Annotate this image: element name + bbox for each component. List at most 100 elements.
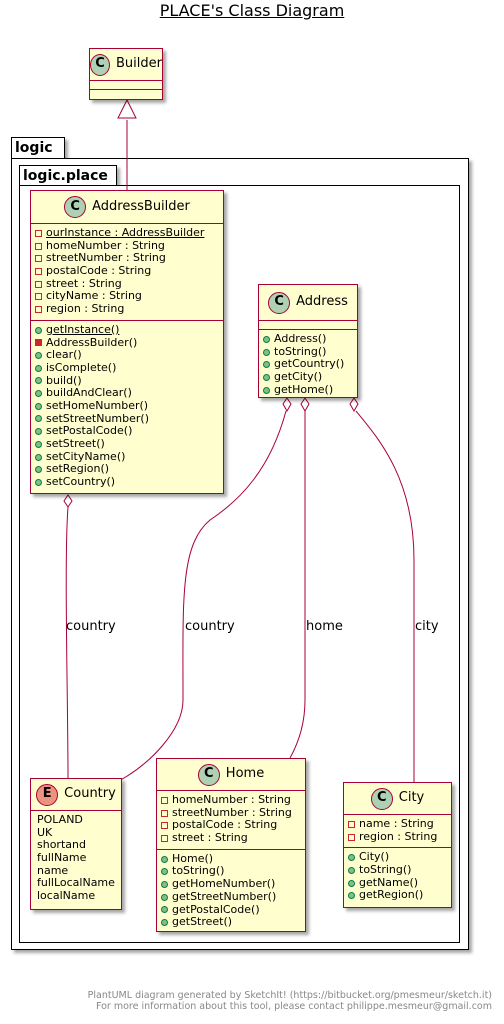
member-row: street : String	[161, 831, 301, 845]
member-row: getCity()	[263, 370, 353, 384]
member-row: name : String	[348, 817, 447, 831]
member-text: postalCode : String	[46, 264, 152, 278]
diagram-title: PLACE's Class Diagram	[159, 1, 345, 20]
member-text: setCityName()	[46, 449, 126, 463]
member-text: setHomeNumber()	[46, 398, 149, 412]
public-visibility-icon	[35, 415, 42, 423]
class-builder-header: C Builder	[90, 49, 162, 81]
public-visibility-icon	[161, 880, 168, 888]
member-row: toString()	[161, 865, 301, 878]
public-visibility-icon	[161, 893, 168, 901]
edge-label-address-city: city	[415, 619, 439, 634]
member-text: getInstance()	[46, 322, 120, 336]
enum-name: Country	[64, 786, 116, 802]
member-text: postalCode : String	[172, 818, 278, 832]
class-icon: C	[370, 787, 393, 810]
public-visibility-icon	[348, 866, 355, 874]
member-row: cityName : String	[35, 290, 219, 303]
fields-section	[259, 321, 357, 329]
methods-section: Address()toString()getCountry()getCity()…	[259, 329, 357, 400]
public-visibility-icon	[161, 855, 168, 863]
class-addressbuilder[interactable]: C AddressBuilder ourInstance : AddressBu…	[30, 190, 224, 494]
public-visibility-icon	[263, 361, 270, 369]
class-icon: C	[90, 53, 111, 76]
private-visibility-icon	[348, 833, 355, 841]
class-address[interactable]: C Address Address()toString()getCountry(…	[258, 284, 358, 398]
member-text: getStreet()	[172, 915, 233, 929]
public-visibility-icon	[35, 402, 42, 410]
class-addressbuilder-header: C AddressBuilder	[31, 191, 223, 224]
package-logic-place-tab: logic.place	[19, 165, 117, 187]
member-text: region : String	[359, 829, 438, 843]
enum-value: shortand	[37, 838, 86, 852]
public-visibility-icon	[35, 326, 42, 334]
member-row: getStreet()	[161, 915, 301, 929]
member-text: homeNumber : String	[46, 238, 165, 252]
public-visibility-icon	[161, 906, 168, 914]
edge-label-builder-country: country	[66, 619, 116, 634]
member-row: Home()	[161, 852, 301, 866]
class-name: City	[398, 790, 425, 806]
class-icon: C	[268, 291, 291, 314]
methods-section: getInstance()AddressBuilder()clear()isCo…	[31, 319, 223, 493]
member-text: build()	[46, 373, 82, 387]
edge-address-city	[355, 410, 415, 782]
member-row: getCountry()	[263, 358, 353, 371]
enum-icon: E	[36, 783, 59, 806]
member-text: setStreetNumber()	[46, 411, 150, 425]
public-visibility-icon	[348, 892, 355, 900]
aggregation-diamond	[63, 494, 73, 508]
member-row: setHomeNumber()	[35, 398, 219, 413]
private-visibility-icon	[161, 822, 168, 830]
member-row: setRegion()	[35, 463, 219, 476]
private-visibility-icon	[35, 305, 42, 313]
member-row: AddressBuilder()	[35, 336, 219, 350]
member-text: buildAndClear()	[46, 386, 132, 400]
public-visibility-icon	[348, 879, 355, 887]
class-builder[interactable]: C Builder	[89, 48, 163, 100]
member-text: setCountry()	[46, 475, 116, 489]
public-visibility-icon	[35, 364, 42, 372]
public-visibility-icon	[348, 854, 355, 862]
member-row: Address()	[263, 332, 353, 346]
member-text: isComplete()	[46, 360, 117, 374]
enum-value: fullName	[37, 851, 87, 865]
public-visibility-icon	[263, 386, 270, 394]
member-text: getName()	[359, 875, 419, 889]
member-row: getName()	[348, 875, 447, 890]
member-row: streetNumber : String	[161, 806, 301, 820]
member-row: toString()	[263, 344, 353, 359]
public-visibility-icon	[263, 373, 270, 381]
member-text: getPostalCode()	[172, 902, 260, 916]
enum-country-header: E Country	[31, 779, 121, 811]
edge-addressbuilder-country	[65, 506, 69, 779]
member-text: toString()	[274, 344, 327, 358]
member-text: region : String	[46, 302, 125, 316]
member-text: name : String	[359, 817, 434, 830]
private-visibility-icon	[161, 809, 168, 817]
member-text: getHome()	[274, 382, 334, 396]
public-visibility-icon	[35, 390, 42, 398]
enum-value: fullLocalName	[37, 876, 115, 890]
member-row: buildAndClear()	[35, 387, 219, 400]
member-text: street : String	[172, 831, 248, 845]
member-text: setStreet()	[46, 437, 105, 450]
private-visibility-icon	[35, 339, 42, 347]
methods-section: Home()toString()getHomeNumber()getStreet…	[157, 848, 305, 933]
member-row: region : String	[348, 829, 447, 844]
member-row: City()	[348, 851, 447, 864]
member-text: homeNumber : String	[172, 793, 291, 806]
private-visibility-icon	[35, 242, 42, 250]
edge-label-address-country: country	[185, 619, 235, 634]
member-text: Address()	[274, 332, 327, 345]
public-visibility-icon	[35, 377, 42, 385]
class-name: AddressBuilder	[92, 198, 190, 214]
public-visibility-icon	[35, 352, 42, 360]
member-text: getRegion()	[359, 888, 424, 902]
member-row: region : String	[35, 302, 219, 316]
